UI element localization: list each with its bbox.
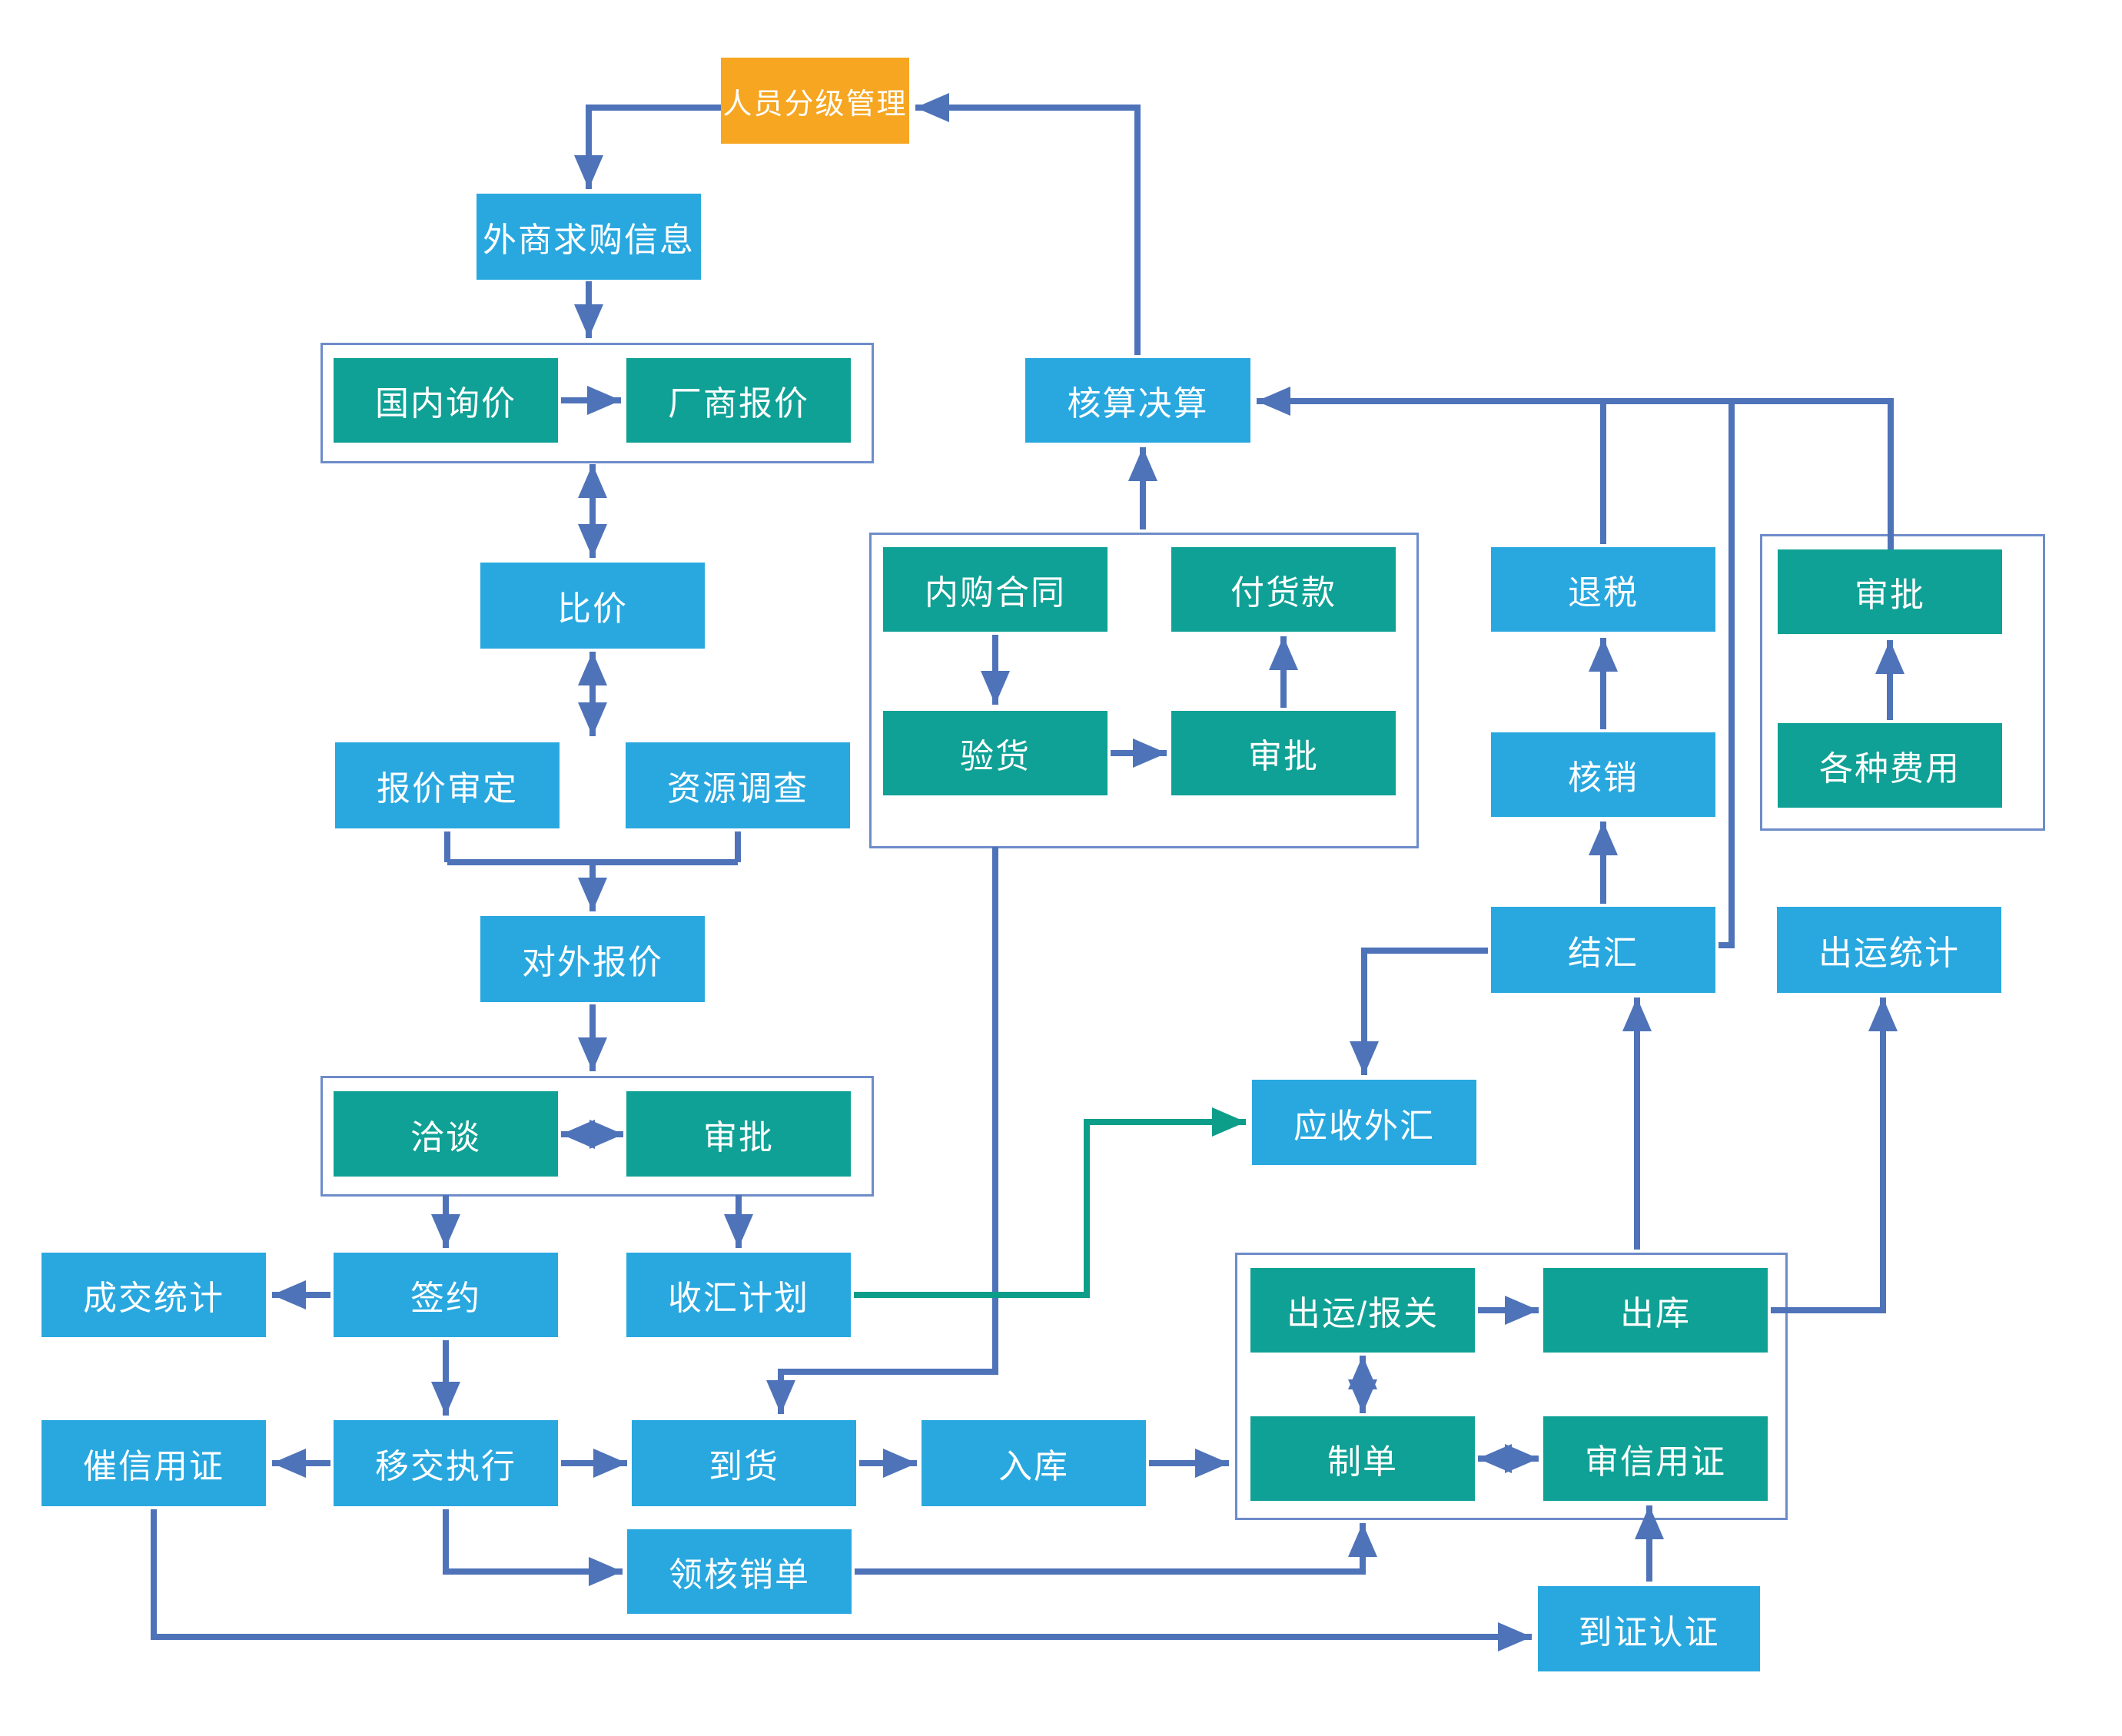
node-various-expenses: 各种费用 — [1778, 723, 2002, 808]
node-negotiate: 洽谈 — [334, 1091, 558, 1177]
edge-settlement-to-receivable-fx — [1350, 948, 1488, 1075]
edge-personnel-to-foreign-info — [574, 105, 721, 189]
node-foreign-buyer-info: 外商求购信息 — [477, 194, 701, 280]
edge-approval-group-to-accounting — [1257, 387, 1894, 549]
node-price-compare: 比价 — [480, 563, 705, 649]
edge-accounting-to-personnel — [915, 93, 1141, 355]
edge-verification-form-to-doc-making — [855, 1523, 1377, 1575]
node-approve-negotiate: 审批 — [626, 1091, 851, 1177]
group-expense-approval — [1760, 534, 2045, 831]
node-receivable-fx: 应收外汇 — [1252, 1080, 1476, 1165]
node-doc-making: 制单 — [1250, 1416, 1475, 1501]
group-domestic-purchase — [869, 533, 1419, 848]
node-handover-execute: 移交执行 — [334, 1420, 558, 1506]
node-external-quote: 对外报价 — [480, 916, 705, 1002]
node-personnel-grading: 人员分级管理 — [721, 58, 909, 144]
node-sign-contract: 签约 — [334, 1253, 558, 1337]
edge-settlement-feeder — [1719, 404, 1735, 948]
node-shipping-stats: 出运统计 — [1777, 907, 2001, 993]
node-deal-stats: 成交统计 — [42, 1253, 266, 1337]
node-shipping-customs: 出运/报关 — [1250, 1268, 1475, 1353]
node-resource-survey: 资源调查 — [626, 742, 850, 828]
node-warehouse-out: 出库 — [1543, 1268, 1768, 1353]
node-pay-goods: 付货款 — [1171, 547, 1396, 632]
node-inspection: 验货 — [883, 711, 1107, 795]
node-verification-form: 领核销单 — [627, 1529, 852, 1614]
node-approve-inspection: 审批 — [1171, 711, 1396, 795]
node-goods-arrival: 到货 — [632, 1420, 856, 1506]
node-tax-rebate: 退税 — [1491, 547, 1715, 632]
node-collection-plan: 收汇计划 — [626, 1253, 851, 1337]
node-lc-review: 审信用证 — [1543, 1416, 1768, 1501]
edge-collection-plan-to-receivable-fx — [854, 1107, 1246, 1298]
node-fx-settlement: 结汇 — [1491, 907, 1715, 993]
edge-handover-to-verification-form — [443, 1509, 623, 1586]
node-accounting-settle: 核算决算 — [1025, 358, 1250, 443]
node-lc-arrival-auth: 到证认证 — [1538, 1586, 1760, 1671]
node-quote-review: 报价审定 — [335, 742, 560, 828]
node-vendor-quote: 厂商报价 — [626, 358, 851, 443]
group-inquiry-quote — [320, 343, 874, 463]
node-approve-expenses: 审批 — [1778, 549, 2002, 634]
node-warehouse-in: 入库 — [922, 1420, 1146, 1506]
node-purchase-contract: 内购合同 — [883, 547, 1107, 632]
node-writeoff: 核销 — [1491, 732, 1715, 817]
node-urge-lc: 催信用证 — [42, 1420, 266, 1506]
node-domestic-inquiry: 国内询价 — [334, 358, 558, 443]
